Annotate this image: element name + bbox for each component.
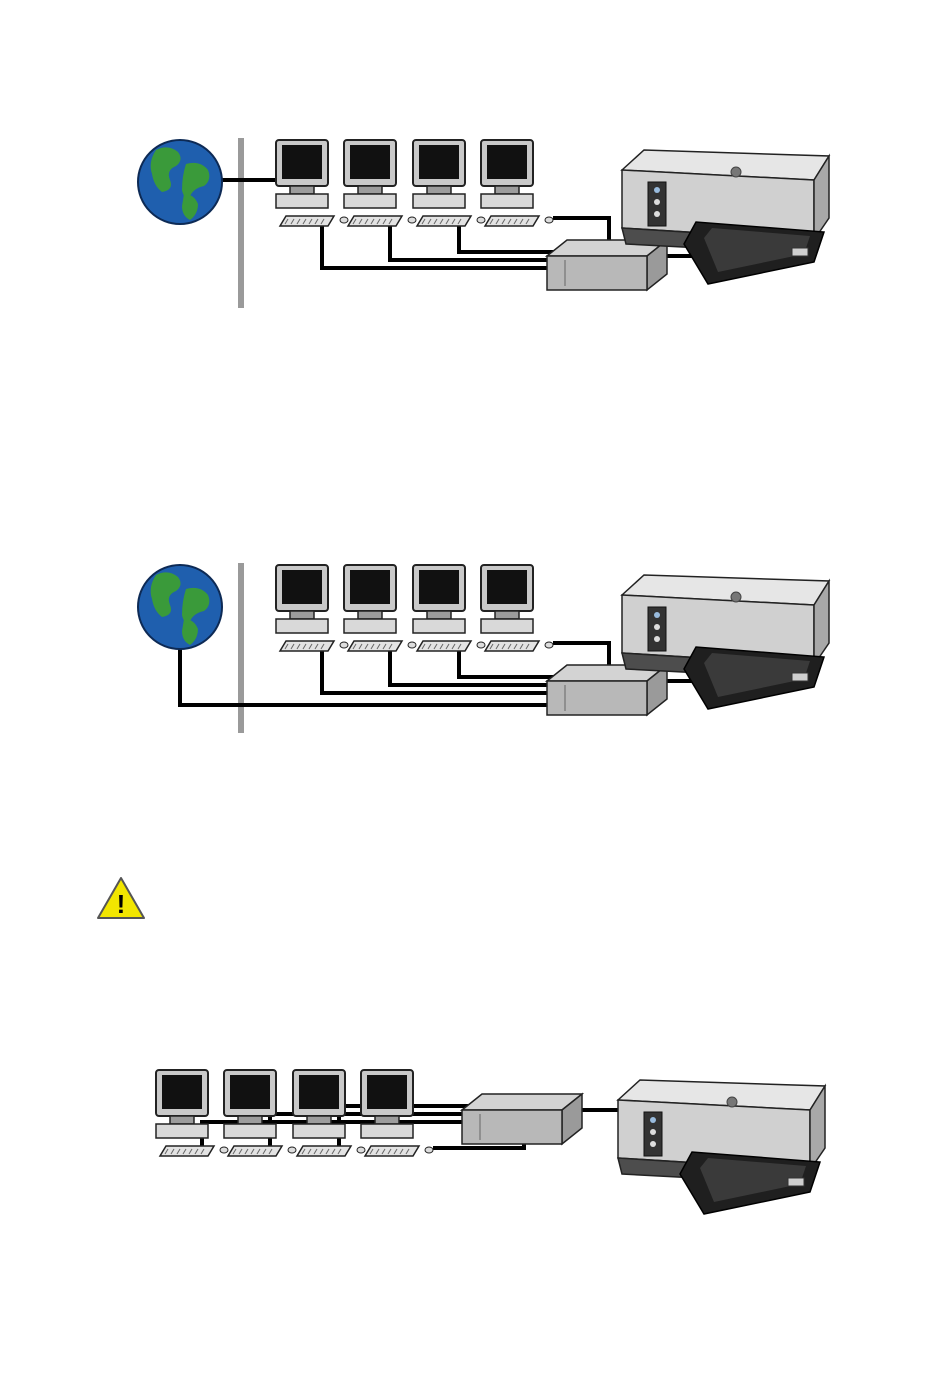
desktop-computer-icon [344,140,416,226]
wall-line [238,138,244,308]
printer-icon [618,1080,825,1214]
warning-icon: ! [96,876,146,920]
globe-icon [138,140,222,224]
warning-symbol: ! [117,889,126,919]
network-diagram-internet-via-computer [0,120,950,320]
network-hub-icon [547,665,667,715]
desktop-computer-icon [413,565,485,651]
network-hub-icon [547,240,667,290]
network-hub-icon [462,1094,582,1144]
desktop-computer-icon [481,565,553,651]
desktop-computer-icon [276,140,348,226]
desktop-computer-icon [413,140,485,226]
desktop-computer-icon [344,565,416,651]
desktop-computer-icon [481,140,553,226]
desktop-computer-icon [156,1070,228,1156]
wall-line [238,563,244,733]
network-diagram-local-only [0,1050,950,1250]
globe-icon [138,565,222,649]
desktop-computer-icon [276,565,348,651]
network-diagram-internet-via-hub [0,545,950,745]
